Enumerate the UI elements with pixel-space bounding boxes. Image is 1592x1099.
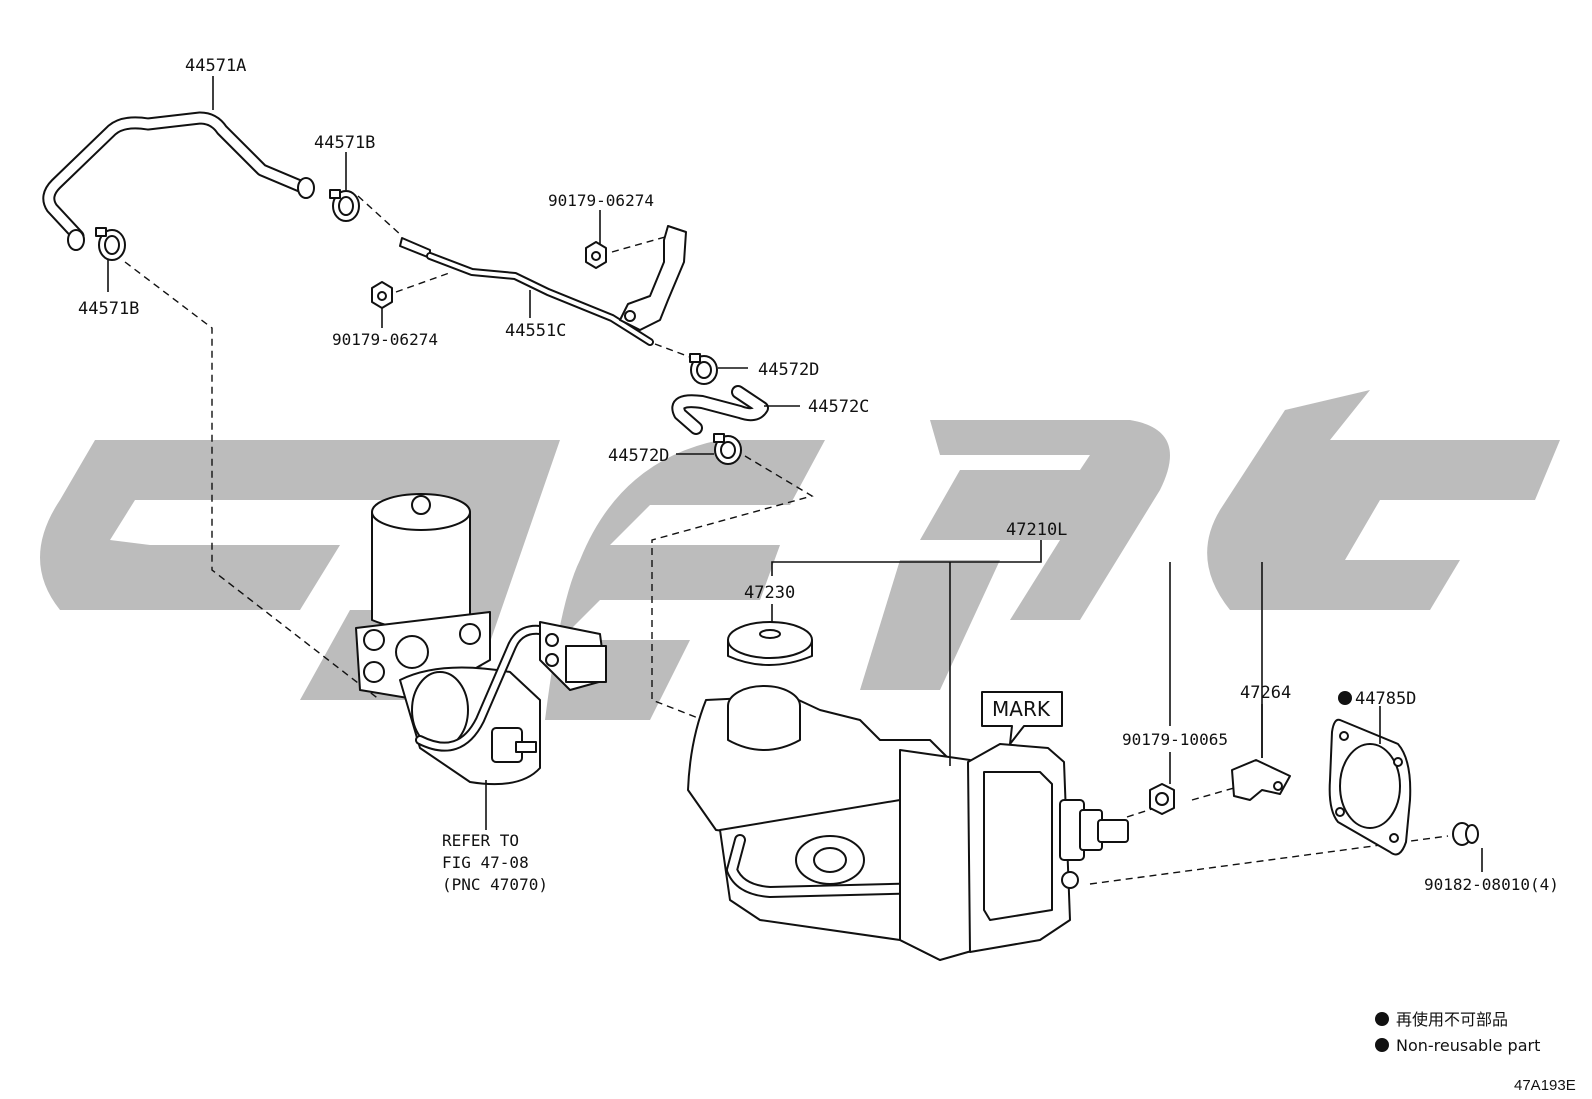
clamp-44572d-upper [689,353,718,385]
nut-90179-06274-lower [371,281,393,309]
refer-note: REFER TO FIG 47-08 (PNC 47070) [442,831,548,894]
label-90179-06274-lower: 90179-06274 [332,330,438,349]
hose-44572c [671,385,769,435]
figure-code: 47A193E [1514,1077,1576,1094]
bracket-47264 [1231,759,1291,801]
label-44571a: 44571A [185,56,246,76]
label-44572d-lower: 44572D [608,446,669,466]
label-90182-08010: 90182-08010(4) [1424,875,1559,894]
pump-motor-assembly [355,493,607,786]
refer-line-2: FIG 47-08 [442,853,529,872]
hose-44571a [42,111,315,251]
legend: 再使用不可部品 Non-reusable part [1375,1010,1540,1055]
refer-line-1: REFER TO [442,831,519,850]
label-47210l: 47210L [1006,520,1067,540]
mark-callout: MARK [981,691,1063,745]
clamp-44571b-left [95,227,126,261]
label-44785d: 44785D [1355,689,1416,709]
pipe-44551c [399,225,687,346]
non-reusable-marker [1338,691,1352,705]
legend-jp: 再使用不可部品 [1396,1010,1508,1029]
legend-bullet-jp [1375,1012,1389,1026]
bolt-90182-08010 [1452,822,1479,846]
label-44572d-upper: 44572D [758,360,819,380]
label-90179-10065: 90179-10065 [1122,730,1228,749]
label-90179-06274-upper: 90179-06274 [548,191,654,210]
mark-label: MARK [992,697,1051,721]
nut-90179-10065 [1149,783,1175,815]
gasket-44785d [1328,718,1412,856]
leader-lines [107,76,1483,872]
master-cylinder-assembly [687,685,1129,961]
label-44571b-top: 44571B [314,133,375,153]
label-44571b-left: 44571B [78,299,139,319]
clamp-44572d-lower [713,433,742,465]
refer-line-3: (PNC 47070) [442,875,548,894]
clamp-44571b-top [329,189,360,222]
reservoir-cap-47230 [727,621,813,666]
nut-90179-06274-upper [585,241,607,269]
legend-en: Non-reusable part [1396,1036,1540,1055]
label-44551c: 44551C [505,321,566,341]
legend-bullet-en [1375,1038,1389,1052]
part-labels: 44571A 44571B 44571B 90179-06274 90179-0… [78,56,1559,894]
label-44572c: 44572C [808,397,869,417]
label-47264: 47264 [1240,683,1291,703]
label-47230: 47230 [744,583,795,603]
watermark-logo [40,390,1560,720]
